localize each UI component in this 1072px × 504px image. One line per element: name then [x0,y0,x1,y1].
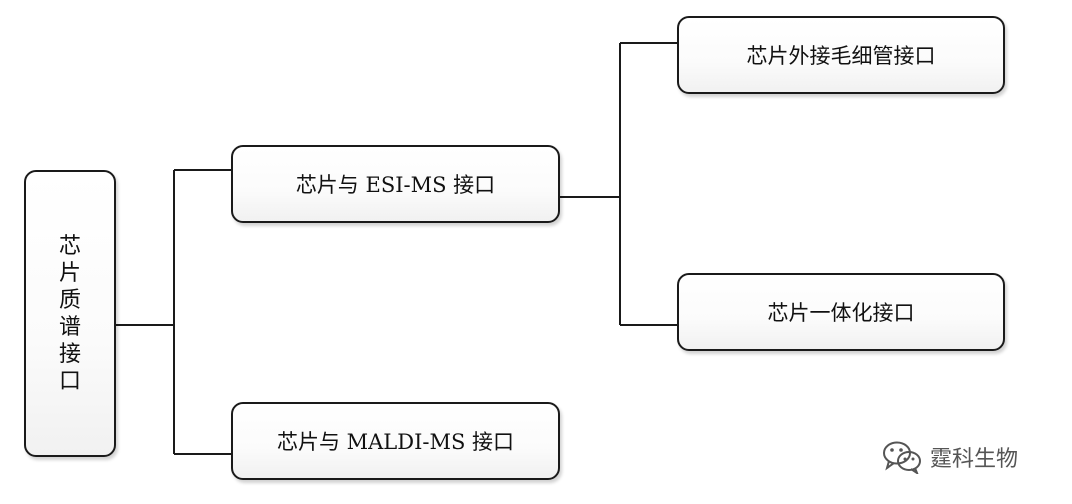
root-char-2: 片 [58,260,81,286]
node-esi-label: 芯片与 ESI-MS 接口 [295,173,496,197]
wechat-icon [883,441,921,474]
watermark-text: 霆科生物 [930,447,1019,472]
root-char-5: 接 [58,341,81,367]
root-char-3: 质 [58,287,81,313]
node-external-capillary-interface: 芯片外接毛细管接口 [677,16,1005,94]
node-chip-esi-ms-interface: 芯片与 ESI-MS 接口 [231,145,560,223]
node-chip-maldi-ms-interface: 芯片与 MALDI-MS 接口 [231,402,560,480]
root-char-4: 谱 [58,314,81,340]
node-maldi-label: 芯片与 MALDI-MS 接口 [276,430,515,454]
root-char-6: 口 [58,368,81,394]
root-char-1: 芯 [58,233,81,259]
node-capillary-label: 芯片外接毛细管接口 [746,44,936,68]
node-integrated-label: 芯片一体化接口 [767,301,915,325]
node-chip-ms-interface: 芯 片 质 谱 接 口 [24,170,116,457]
node-integrated-interface: 芯片一体化接口 [677,273,1005,351]
watermark: 霆科生物 [882,437,1018,477]
